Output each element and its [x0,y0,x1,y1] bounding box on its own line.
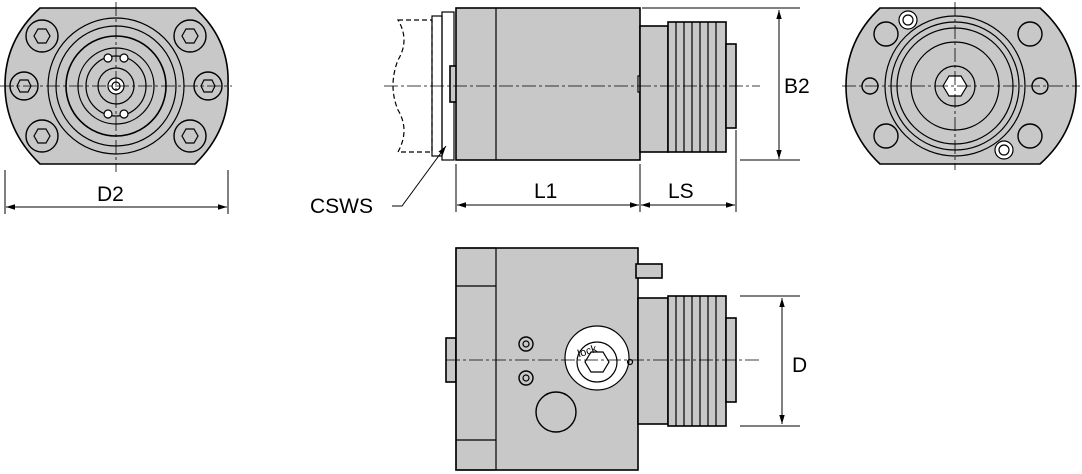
thread-lines [675,296,717,426]
hex-bolt-icon [25,19,59,53]
hex-bolt-icon [25,119,59,153]
dimension-label-b2: B2 [784,75,810,98]
thread-lines [675,22,717,152]
rear-view [842,2,1080,170]
dimension-label-l1: L1 [534,180,557,203]
top-view [445,247,800,471]
front-view [0,2,232,214]
dimension-label-d2: D2 [97,183,124,206]
side-view [384,7,800,212]
dimension-label-csws: CSWS [310,195,373,218]
dimension-label-ls: LS [668,180,694,203]
hex-bolt-icon [173,19,207,53]
dimension-label-d: D [792,354,807,377]
hex-bolt-icon [173,119,207,153]
lock-label: lock [576,343,599,361]
lock-screw-icon [564,325,634,391]
